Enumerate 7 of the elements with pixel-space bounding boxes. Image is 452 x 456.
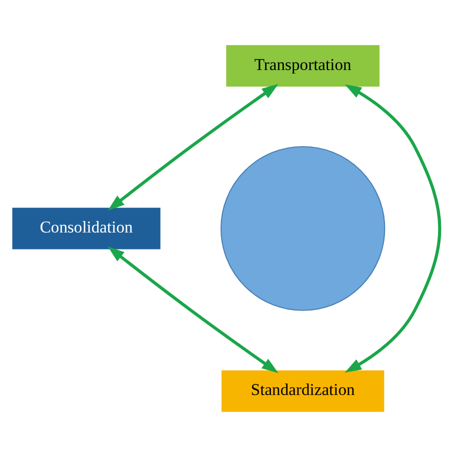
arrow — [344, 84, 442, 372]
node-box: Consolidation — [12, 207, 160, 249]
arrow — [108, 246, 278, 373]
node-box: Standardization — [222, 370, 384, 412]
node-circle — [220, 146, 386, 310]
arrow — [108, 83, 278, 210]
node-box: Transportation — [226, 44, 380, 86]
